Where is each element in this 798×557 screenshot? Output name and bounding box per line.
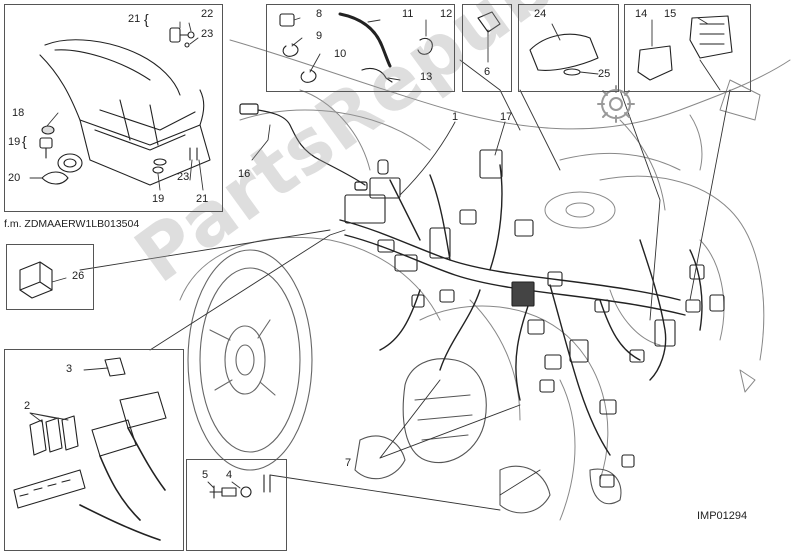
callout-15: 15	[664, 8, 677, 20]
callout-17: 17	[500, 111, 513, 123]
harness-connectors	[344, 149, 725, 488]
screws-inset	[209, 474, 271, 499]
frame-number-note: f.m. ZDMAAERW1LB013504	[4, 218, 140, 230]
main-harness	[339, 164, 703, 456]
callout-4: 4	[226, 469, 233, 481]
sensor-cable-16	[239, 103, 368, 191]
callout-25: 25	[598, 68, 611, 80]
callout-21-bottom: 21	[196, 193, 209, 205]
callout-2: 2	[24, 400, 31, 412]
callout-16: 16	[238, 168, 251, 180]
callout-9: 9	[316, 30, 323, 42]
inset-box-relay	[624, 4, 751, 92]
callout-24: 24	[534, 8, 547, 20]
gear-icon	[597, 85, 635, 123]
fuse-box-inset	[13, 357, 167, 541]
callout-26: 26	[72, 270, 85, 282]
callout-19-bottom: 19	[152, 193, 165, 205]
bracket-19: {	[22, 133, 27, 149]
callout-23-bottom: 23	[177, 171, 190, 183]
inset-box-relay-26	[6, 244, 94, 310]
inset-box-bracket	[462, 4, 512, 92]
inset-box-cover	[518, 4, 619, 92]
clamps-inset	[279, 12, 433, 83]
callout-14: 14	[635, 8, 648, 20]
callout-3: 3	[66, 363, 73, 375]
callout-23-top: 23	[201, 28, 214, 40]
inset-box-fuses	[4, 349, 184, 551]
callout-13: 13	[420, 71, 433, 83]
leader-lines	[29, 17, 731, 511]
callout-20: 20	[8, 172, 21, 184]
callout-11: 11	[402, 8, 414, 20]
callout-7: 7	[345, 457, 352, 469]
callout-18: 18	[12, 107, 25, 119]
brake-disc	[187, 249, 313, 471]
engine-block	[354, 358, 622, 514]
inset-box-clamps	[266, 4, 455, 92]
callout-19-left: 19	[8, 136, 21, 148]
drawing-code: IMP01294	[697, 510, 748, 522]
callout-10: 10	[334, 48, 347, 60]
bracket-6-inset	[477, 11, 501, 33]
callout-1: 1	[452, 111, 459, 123]
inset-box-screws	[186, 459, 287, 551]
callout-6: 6	[484, 66, 491, 78]
callout-12: 12	[440, 8, 453, 20]
callout-5: 5	[202, 469, 209, 481]
callout-21-top: 21	[128, 13, 141, 25]
callout-22: 22	[201, 8, 214, 20]
relay-26-inset	[19, 261, 53, 299]
callout-8: 8	[316, 8, 323, 20]
motorcycle-outline	[179, 39, 791, 521]
inset-box-tray	[4, 4, 223, 212]
bracket-21: {	[144, 11, 149, 27]
storage-tray-inset	[39, 27, 211, 186]
relay-box-inset	[637, 15, 733, 81]
